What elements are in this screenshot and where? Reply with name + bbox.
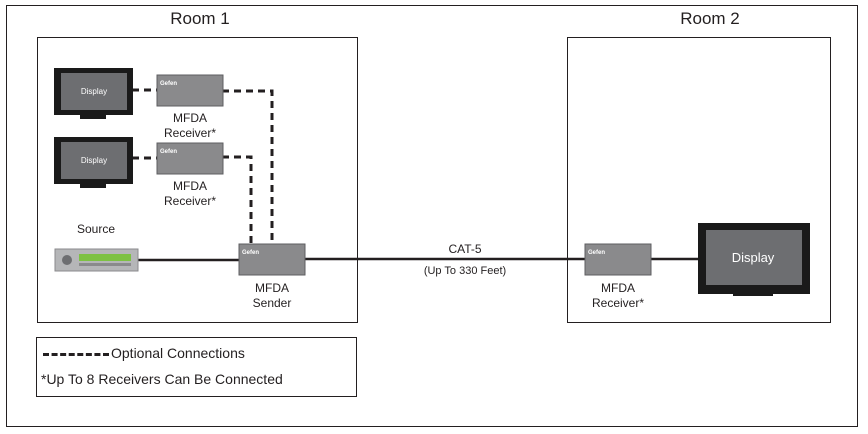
dashed-connection <box>222 89 274 245</box>
legend-box: Optional Connections *Up To 8 Receivers … <box>36 337 357 397</box>
display-1-icon <box>54 68 133 119</box>
legend-note: *Up To 8 Receivers Can Be Connected <box>41 371 283 387</box>
cable-type-label: CAT-5 <box>448 242 482 256</box>
room-2-title: Room 2 <box>680 9 740 28</box>
display-3-icon <box>698 223 810 296</box>
display-2-icon <box>54 137 133 188</box>
room-1-title: Room 1 <box>170 9 230 28</box>
room-1-box <box>37 37 358 323</box>
room-2-box <box>567 37 831 323</box>
source-device-icon <box>54 248 139 272</box>
legend-optional-text: Optional Connections <box>111 345 245 361</box>
receiver-3-box <box>584 243 652 276</box>
sender-label: MFDA Sender <box>252 281 292 310</box>
receiver-2-box <box>156 142 224 175</box>
diagram-frame <box>6 5 858 427</box>
dashed-line-sample <box>43 352 109 356</box>
receiver-1-box <box>156 74 224 107</box>
receiver-3-label: MFDA Receiver* <box>591 281 645 310</box>
source-label: Source <box>76 222 116 236</box>
receiver-1-label: MFDA Receiver* <box>163 111 217 140</box>
sender-brand: Gefen <box>242 250 259 256</box>
sender-box <box>238 243 306 276</box>
receiver-2-label: MFDA Receiver* <box>163 179 217 208</box>
receiver-1-brand: Gefen <box>160 81 177 87</box>
receiver-3-brand: Gefen <box>588 250 605 256</box>
display-3-label: Display <box>732 250 775 265</box>
display-2-label: Display <box>81 156 107 165</box>
cable-distance-label: (Up To 330 Feet) <box>423 265 507 277</box>
display-1-label: Display <box>81 87 107 96</box>
legend-optional-row: Optional Connections <box>43 345 245 361</box>
receiver-2-brand: Gefen <box>160 149 177 155</box>
dashed-connection <box>222 155 253 245</box>
